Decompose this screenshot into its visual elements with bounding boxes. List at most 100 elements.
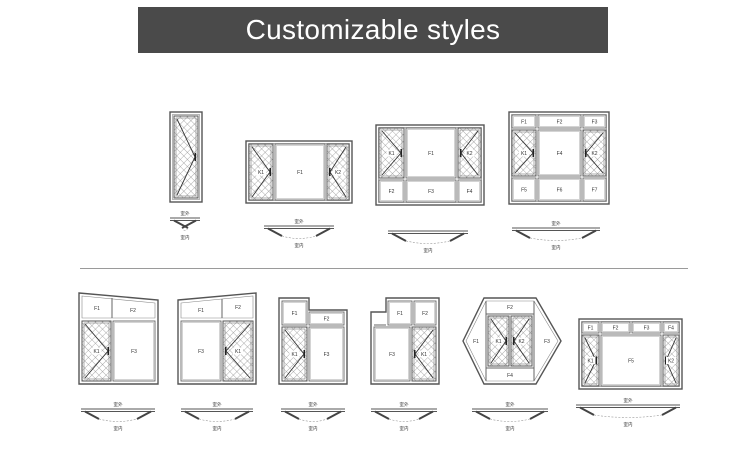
fixed-pane [378,179,405,203]
pane-label: K2 [335,170,341,176]
pane-label: F1 [198,308,204,314]
pane-label: K1 [421,352,427,358]
pane-label: K1 [495,339,501,345]
sash-handle [329,168,331,176]
sash-handle [400,149,402,157]
label-backing [289,350,300,358]
sash-handle [585,149,587,157]
plan-sash-swing [515,229,531,239]
plan-outside-label: 室外 [624,397,633,404]
plan-sash-swing [136,410,152,420]
pane-label: K1 [235,349,241,355]
plan-inside-label: 室内 [552,244,561,251]
window-frame-inner [172,114,200,200]
pane-glass-edge [459,181,480,201]
plan-swing-arc [181,227,189,231]
pane-label: F4 [467,189,473,195]
plan-sash-swing [661,406,677,416]
plan-outside-label: 室外 [295,218,304,225]
plan-swing-arc [489,418,531,422]
fixed-pane [537,177,582,202]
plan-inside-label: 室内 [309,425,318,432]
pane-glass-edge [310,313,343,324]
section-divider [80,268,688,269]
pane-glass-edge [389,302,411,324]
banner-title: Customizable styles [245,14,501,45]
plan-inside-label: 室内 [295,242,304,249]
pane-glass-edge [584,179,605,200]
pane-label: F7 [592,188,598,194]
pane-label: F3 [131,349,137,355]
pane-label: F5 [521,188,527,194]
sash-handle [414,350,416,358]
plan-sash-swing [374,410,390,420]
sash-handle [505,337,507,345]
plan-sash-swing [267,227,283,237]
pane-glass-edge [283,302,306,324]
pane-label: F1 [521,120,527,126]
plan-sash-swing [391,232,407,242]
pane-label: F3 [644,326,650,332]
pane-label: K2 [668,359,674,365]
pane-glass-edge [375,328,409,380]
pane-label: F2 [235,305,241,311]
pane-label: F1 [292,311,298,317]
pane-glass-edge [539,179,580,200]
plan-sash-swing [181,219,197,229]
pane-label: F3 [544,339,550,345]
plan-sash-swing [84,410,100,420]
pane-label: F3 [389,352,395,358]
pane-label: F1 [473,339,479,345]
label-backing [233,347,243,355]
pane-glass-edge [310,328,343,380]
plan-swing-arc [281,235,317,239]
pane-glass-edge [539,116,580,127]
label-backing [91,347,102,355]
sash-handle [194,153,196,161]
plan-inside-label: 室内 [624,421,633,428]
pane-label: F1 [588,326,594,332]
sash-handle [460,149,462,157]
fixed-pane [405,179,457,203]
sloped-top-pane [180,295,254,319]
pane-label: K1 [93,349,99,355]
pane-glass-edge [583,323,598,332]
plan-outside-label: 室外 [552,220,561,227]
fixed-pane [112,320,156,382]
sash-handle [269,168,271,176]
fixed-pane [537,129,582,177]
plan-sash-swing [475,410,491,420]
plan-swing-arc [98,418,138,422]
pane-glass-edge [584,116,605,127]
plan-inside-label: 室内 [114,425,123,432]
fixed-pane [281,300,308,326]
fixed-pane [511,114,537,129]
label-backing [589,149,600,157]
plan-swing-arc [529,237,583,241]
plan-inside-label: 室内 [400,425,409,432]
pane-glass-edge [513,179,535,200]
pane-label: F2 [422,311,428,317]
pane-glass-edge [633,323,660,332]
plan-swing-arc [405,240,451,244]
fixed-pane [373,326,411,382]
casement-sash [173,115,199,199]
fixed-pane [600,321,631,334]
pane-label: F6 [557,188,563,194]
plan-outside-label: 室外 [400,401,409,408]
fixed-pane [631,321,662,334]
pane-glass-edge [182,322,220,380]
title-banner: Customizable styles [138,7,608,53]
label-backing [464,149,475,157]
label-backing [666,357,676,364]
fixed-pane [511,177,537,202]
pane-label: K2 [466,151,472,157]
plan-outside-label: 室外 [309,401,318,408]
